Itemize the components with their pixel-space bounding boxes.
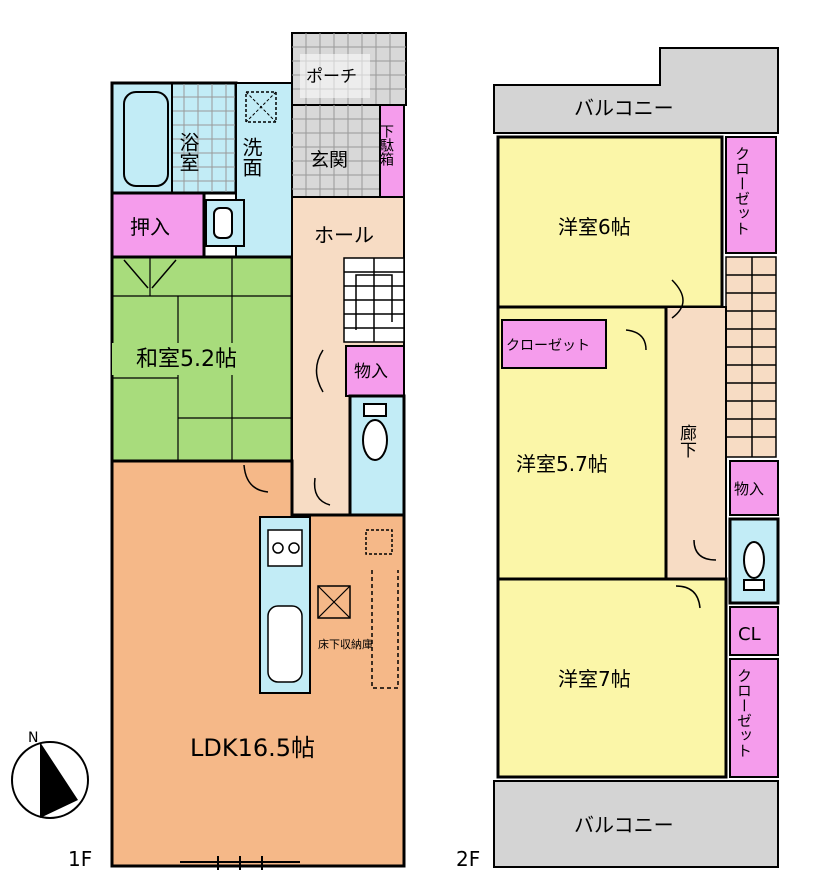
stairs-2f [725,256,777,458]
compass-north-label: N [28,730,38,746]
closet-mid [501,319,607,369]
storage-2f-label: 物入 [734,480,764,498]
compass-icon: N [11,730,89,819]
room-57-label: 洋室5.7帖 [516,452,608,476]
stairs-1f [343,257,405,343]
western-room-7 [496,577,728,779]
balcony-bottom [493,780,779,868]
toilet-2f-icon [743,541,765,591]
room-7-label: 洋室7帖 [558,667,631,691]
washroom [235,82,293,262]
balcony-bottom-label: バルコニー [574,813,674,837]
balcony-top-label: バルコニー [574,96,674,120]
floor-2-plan: バルコニー 洋室6帖 クローゼット 廊下 クローゼット 洋室5.7帖 物入 [456,47,780,871]
closet-top-label: クローゼット [733,146,751,236]
corridor-2f [665,306,727,580]
shoe-storage [379,104,405,198]
oshiire-closet [110,191,206,259]
closet-bottom-label: クローゼット [735,668,753,758]
shoe-storage-label: 下駄箱 [378,124,394,166]
closet-cl [729,606,779,656]
sink-icon [267,605,303,683]
bathtub-icon [123,91,169,187]
underfloor-storage-label: 床下収納庫 [318,637,373,651]
porch-label: ポーチ [306,67,357,87]
storage-1f-label: 物入 [354,362,388,382]
storage-2f [729,460,779,516]
closet-cl-label: CL [738,624,761,645]
closet-bottom [729,658,779,778]
floor-2-label: 2F [456,847,480,871]
closet-mid-label: クローゼット [506,338,590,354]
closet-top [725,136,777,254]
balcony-top [493,47,779,134]
floor-1-label: 1F [68,847,92,871]
hall-label: ホール [314,223,374,247]
oshiire-label: 押入 [130,215,170,239]
washroom-label: 洗面 [239,137,263,177]
refrigerator-icon [365,529,393,555]
corridor-label: 廊下 [676,424,697,458]
toilet-icon [362,403,388,461]
room-6-label: 洋室6帖 [558,215,631,239]
japanese-room-label: 和室5.2帖 [136,347,237,372]
entrance-tile-grid [292,105,380,197]
stove-icon [267,529,303,567]
underfloor-storage-icon [317,585,351,619]
bath-label: 浴室 [176,132,200,172]
window-marks-1f [180,856,300,870]
entrance-label: 玄関 [310,149,348,171]
bath-tile-grid [172,83,236,193]
ldk-label: LDK16.5帖 [190,734,315,762]
ldk-room [110,459,406,868]
floor-1-plan: ポーチ 浴室 洗面 玄関 [68,32,407,871]
ventilation-icon [245,91,277,123]
